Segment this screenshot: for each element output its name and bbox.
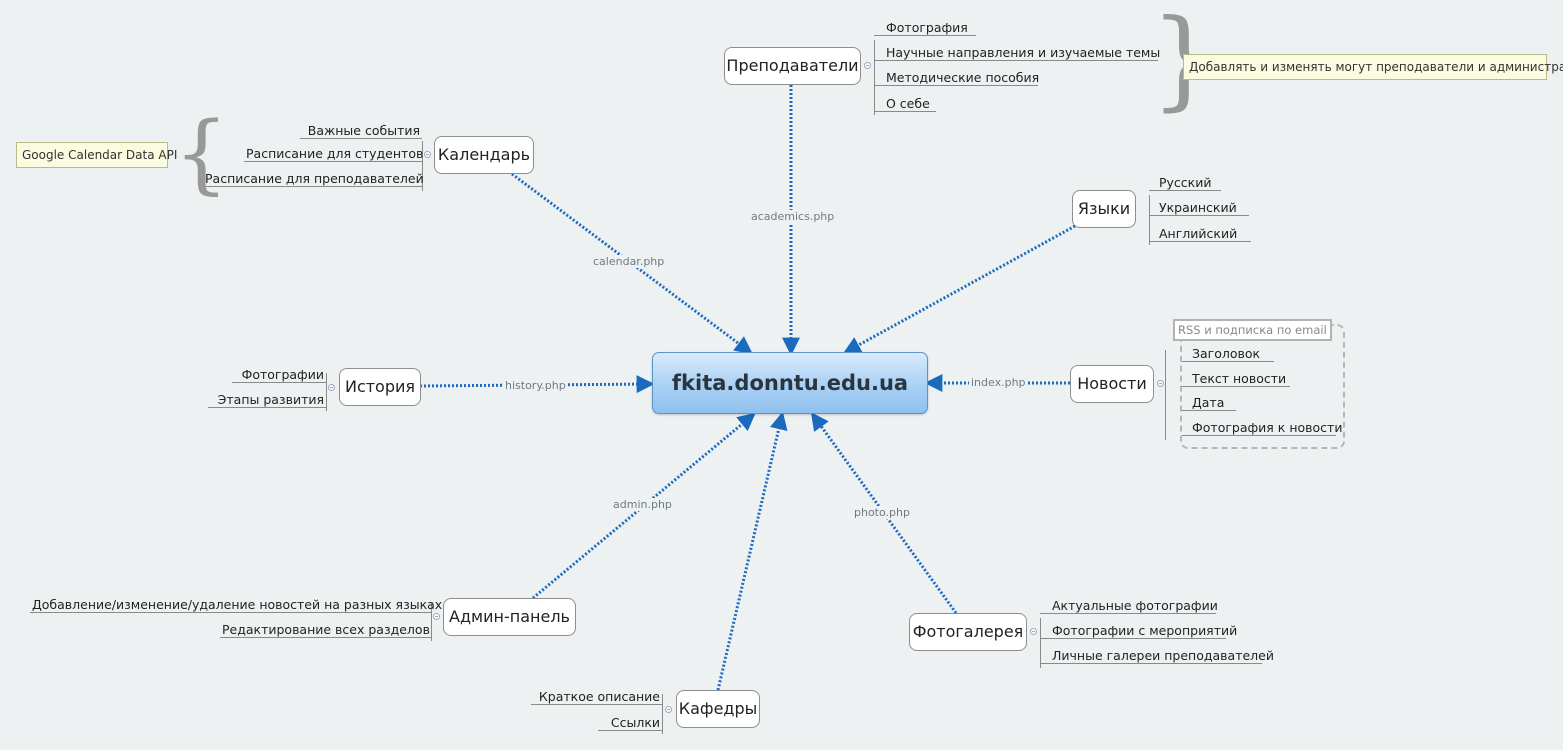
leaf-admin-edit[interactable]: Редактирование всех разделов <box>220 622 431 638</box>
leaf-departments-desc[interactable]: Краткое описание <box>531 690 662 705</box>
leaf-photos-events[interactable]: Фотографии с мероприятий <box>1040 624 1237 639</box>
topic-departments[interactable]: Кафедры <box>676 690 760 728</box>
collapse-icon[interactable] <box>424 151 431 158</box>
topic-news[interactable]: Новости <box>1070 365 1154 403</box>
leaf-news-text[interactable]: Текст новости <box>1182 372 1290 387</box>
collapse-icon[interactable] <box>1030 628 1037 635</box>
leaf-lang-en[interactable]: Английский <box>1149 227 1251 242</box>
leaf-teachers-photo[interactable]: Фотография <box>874 21 976 36</box>
leaf-teachers-methods[interactable]: Методические пособия <box>874 71 1039 86</box>
branch-connector <box>1040 618 1041 668</box>
note-calendar: Google Calendar Data API <box>16 142 177 168</box>
leaf-news-date[interactable]: Дата <box>1182 396 1236 411</box>
collapse-icon[interactable] <box>665 706 672 713</box>
collapse-icon[interactable] <box>1157 380 1164 387</box>
collapse-icon[interactable] <box>433 613 440 620</box>
leaf-lang-ru[interactable]: Русский <box>1149 176 1221 191</box>
leaf-calendar-events[interactable]: Важные события <box>300 124 422 139</box>
branch-connector <box>874 40 875 115</box>
news-boundary-label: RSS и подписка по email <box>1173 319 1332 341</box>
link-label-admin: admin.php <box>611 498 674 511</box>
link-label-teachers: academics.php <box>749 210 837 223</box>
leaf-calendar-students[interactable]: Расписание для студентов <box>244 146 424 162</box>
topic-history[interactable]: История <box>339 368 421 406</box>
branch-connector <box>422 141 423 191</box>
link-label-calendar: calendar.php <box>591 255 667 268</box>
leaf-news-title[interactable]: Заголовок <box>1182 347 1274 362</box>
brace-icon: { <box>174 104 229 204</box>
link-label-photos: photo.php <box>852 506 912 519</box>
leaf-history-photos[interactable]: Фотографии <box>232 368 326 383</box>
link-history <box>419 375 655 394</box>
leaf-admin-news[interactable]: Добавление/изменение/удаление новостей н… <box>30 597 443 613</box>
leaf-lang-ua[interactable]: Украинский <box>1149 201 1249 216</box>
leaf-photos-current[interactable]: Актуальные фотографии <box>1040 599 1218 614</box>
link-languages <box>842 224 1076 354</box>
topic-photos[interactable]: Фотогалерея <box>909 613 1027 651</box>
collapse-icon[interactable] <box>328 384 335 391</box>
link-photos <box>810 412 958 614</box>
branch-connector <box>326 373 327 411</box>
leaf-news-photo[interactable]: Фотография к новости <box>1182 421 1342 436</box>
central-topic[interactable]: fkita.donntu.edu.ua <box>652 352 928 414</box>
leaf-calendar-teachers[interactable]: Расписание для преподавателей <box>203 171 424 187</box>
note-teachers: Добавлять и изменять могут преподаватели… <box>1183 54 1563 80</box>
leaf-teachers-research[interactable]: Научные направления и изучаемые темы <box>874 46 1160 61</box>
branch-connector <box>431 603 432 641</box>
topic-teachers[interactable]: Преподаватели <box>724 47 861 85</box>
collapse-icon[interactable] <box>864 62 871 69</box>
link-label-history: history.php <box>503 379 568 392</box>
branch-connector <box>1165 350 1166 440</box>
leaf-history-stages[interactable]: Этапы развития <box>208 393 326 408</box>
topic-languages[interactable]: Языки <box>1072 190 1136 228</box>
link-label-news: index.php <box>969 376 1028 389</box>
leaf-departments-links[interactable]: Ссылки <box>598 716 662 731</box>
leaf-teachers-about[interactable]: О себе <box>874 97 936 112</box>
leaf-photos-teachers[interactable]: Личные галереи преподавателей <box>1040 649 1274 664</box>
branch-connector <box>1149 195 1150 245</box>
link-departments <box>716 411 788 691</box>
branch-connector <box>662 694 663 734</box>
topic-admin[interactable]: Админ-панель <box>443 598 576 636</box>
topic-calendar[interactable]: Календарь <box>434 136 534 174</box>
